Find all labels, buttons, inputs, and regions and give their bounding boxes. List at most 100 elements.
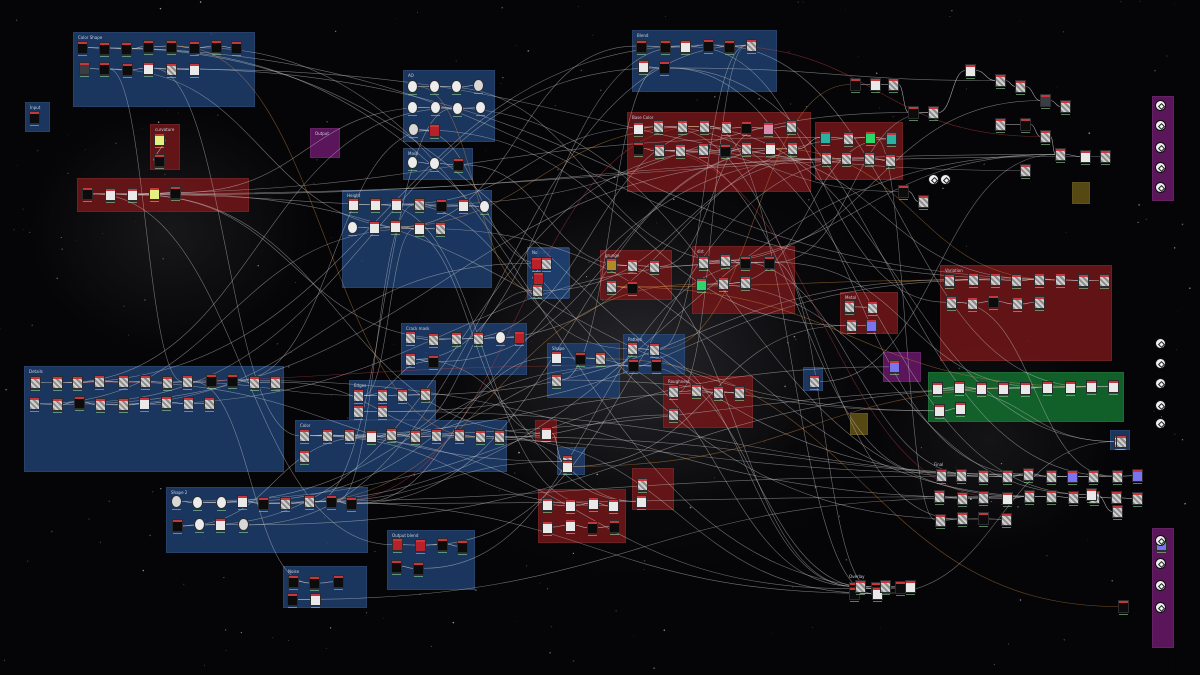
node-gray[interactable]: [967, 296, 979, 312]
node-gray[interactable]: [353, 405, 365, 420]
node-gray[interactable]: [409, 429, 421, 445]
loose-node-gray[interactable]: [1112, 505, 1123, 520]
node-gray[interactable]: [967, 272, 979, 288]
frame-f16[interactable]: Crack mask: [401, 323, 527, 375]
node-gray[interactable]: [1132, 492, 1143, 508]
node-black[interactable]: [326, 494, 338, 510]
loose-node-black[interactable]: [1020, 118, 1031, 133]
node-gray[interactable]: [676, 120, 688, 136]
node-gray[interactable]: [419, 387, 431, 403]
node-gray[interactable]: [270, 375, 282, 391]
node-round[interactable]: [494, 330, 506, 346]
node-gray[interactable]: [821, 152, 833, 168]
loose-node-gray[interactable]: [995, 118, 1006, 133]
node-white[interactable]: [214, 517, 226, 533]
node-gray[interactable]: [29, 376, 41, 391]
node-black[interactable]: [231, 41, 243, 57]
node-gray[interactable]: [674, 143, 686, 159]
node-green[interactable]: [865, 130, 877, 146]
node-white[interactable]: [764, 142, 776, 158]
node-white[interactable]: [636, 495, 648, 510]
node-white[interactable]: [541, 498, 553, 514]
node-gray[interactable]: [1002, 469, 1014, 485]
node-gray[interactable]: [162, 375, 174, 391]
output-node-icon[interactable]: [1155, 120, 1166, 131]
node-black[interactable]: [428, 354, 440, 370]
node-black[interactable]: [659, 40, 671, 56]
node-white[interactable]: [934, 404, 946, 420]
node-white[interactable]: [637, 60, 649, 76]
node-gray[interactable]: [668, 385, 679, 401]
node-gray[interactable]: [787, 142, 799, 158]
node-pink[interactable]: [763, 121, 775, 137]
node-gray[interactable]: [376, 389, 388, 405]
node-roundred[interactable]: [238, 518, 250, 534]
node-gray[interactable]: [248, 375, 260, 391]
node-redtall[interactable]: [414, 538, 426, 554]
node-white[interactable]: [127, 188, 138, 204]
node-black[interactable]: [77, 41, 89, 57]
output-node-icon[interactable]: [1155, 400, 1166, 411]
output-node-icon[interactable]: [1155, 558, 1166, 569]
node-black[interactable]: [741, 120, 753, 136]
node-gray[interactable]: [933, 490, 945, 506]
node-gray[interactable]: [404, 331, 416, 347]
node-black[interactable]: [575, 351, 587, 367]
node-round[interactable]: [474, 101, 486, 117]
node-gray[interactable]: [956, 491, 968, 507]
node-gray[interactable]: [541, 257, 553, 273]
node-black[interactable]: [849, 587, 861, 602]
node-gray[interactable]: [841, 152, 853, 168]
output-node-icon[interactable]: [1155, 602, 1166, 613]
node-redtall[interactable]: [428, 124, 440, 140]
node-round[interactable]: [407, 80, 419, 95]
node-gray[interactable]: [652, 120, 664, 136]
node-gray[interactable]: [304, 495, 316, 511]
node-black[interactable]: [332, 575, 344, 591]
node-gray[interactable]: [978, 491, 990, 507]
node-black[interactable]: [227, 373, 239, 389]
node-gray[interactable]: [377, 405, 389, 420]
node-white[interactable]: [542, 520, 554, 536]
node-yellow[interactable]: [153, 133, 165, 149]
node-white[interactable]: [565, 499, 577, 515]
node-gray[interactable]: [955, 469, 967, 485]
node-gray[interactable]: [957, 512, 969, 528]
node-gray[interactable]: [935, 468, 947, 484]
node-violet[interactable]: [865, 319, 877, 334]
node-black[interactable]: [739, 256, 751, 272]
node-dark[interactable]: [78, 61, 90, 77]
node-gray[interactable]: [203, 397, 215, 413]
node-round[interactable]: [428, 157, 440, 173]
loose-node-gray[interactable]: [928, 106, 939, 121]
node-gray[interactable]: [718, 277, 730, 293]
node-roundred[interactable]: [170, 494, 182, 510]
node-gray[interactable]: [1023, 490, 1035, 506]
node-black[interactable]: [288, 575, 300, 591]
node-gray[interactable]: [785, 119, 797, 135]
node-gray[interactable]: [697, 143, 709, 159]
node-gray[interactable]: [626, 342, 638, 358]
node-gray[interactable]: [405, 352, 417, 368]
node-gray[interactable]: [1099, 274, 1110, 290]
node-gray[interactable]: [279, 497, 291, 513]
node-gray[interactable]: [734, 385, 746, 401]
node-gray[interactable]: [298, 449, 310, 465]
node-redtall[interactable]: [532, 271, 544, 287]
node-black[interactable]: [632, 141, 644, 157]
node-gray[interactable]: [1001, 512, 1013, 528]
loose-node-white[interactable]: [905, 580, 916, 595]
node-white[interactable]: [105, 187, 117, 203]
node-gray[interactable]: [160, 395, 172, 411]
node-gray[interactable]: [450, 332, 462, 348]
node-white[interactable]: [564, 518, 576, 534]
node-round[interactable]: [430, 100, 442, 116]
node-gray[interactable]: [653, 144, 665, 160]
loose-node-gray[interactable]: [918, 195, 929, 210]
node-gray[interactable]: [1046, 490, 1058, 506]
node-gray[interactable]: [396, 388, 408, 404]
node-gray[interactable]: [719, 253, 731, 269]
node-white[interactable]: [366, 430, 378, 446]
node-white[interactable]: [370, 198, 382, 214]
node-gray[interactable]: [117, 375, 129, 391]
